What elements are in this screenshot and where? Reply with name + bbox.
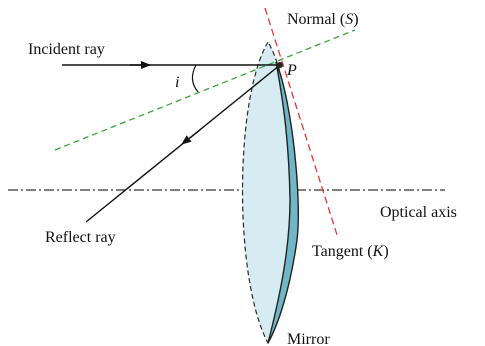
mirror-label: Mirror	[287, 331, 330, 346]
point-label: P	[286, 62, 297, 79]
normal-line	[54, 29, 356, 151]
reflect-ray-label: Reflect ray	[45, 229, 116, 246]
point-p-marker	[277, 62, 283, 68]
angle-arc	[191, 64, 199, 93]
incident-ray-label: Incident ray	[28, 41, 105, 58]
tangent-label: Tangent (K)	[312, 243, 389, 260]
tangent-line	[264, 7, 339, 239]
optical-axis-label: Optical axis	[380, 204, 457, 221]
mirror-surface	[267, 61, 299, 344]
normal-label: Normal (S)	[287, 11, 359, 28]
angle-label: i	[175, 74, 179, 91]
reflect-ray-arrow	[181, 129, 201, 145]
